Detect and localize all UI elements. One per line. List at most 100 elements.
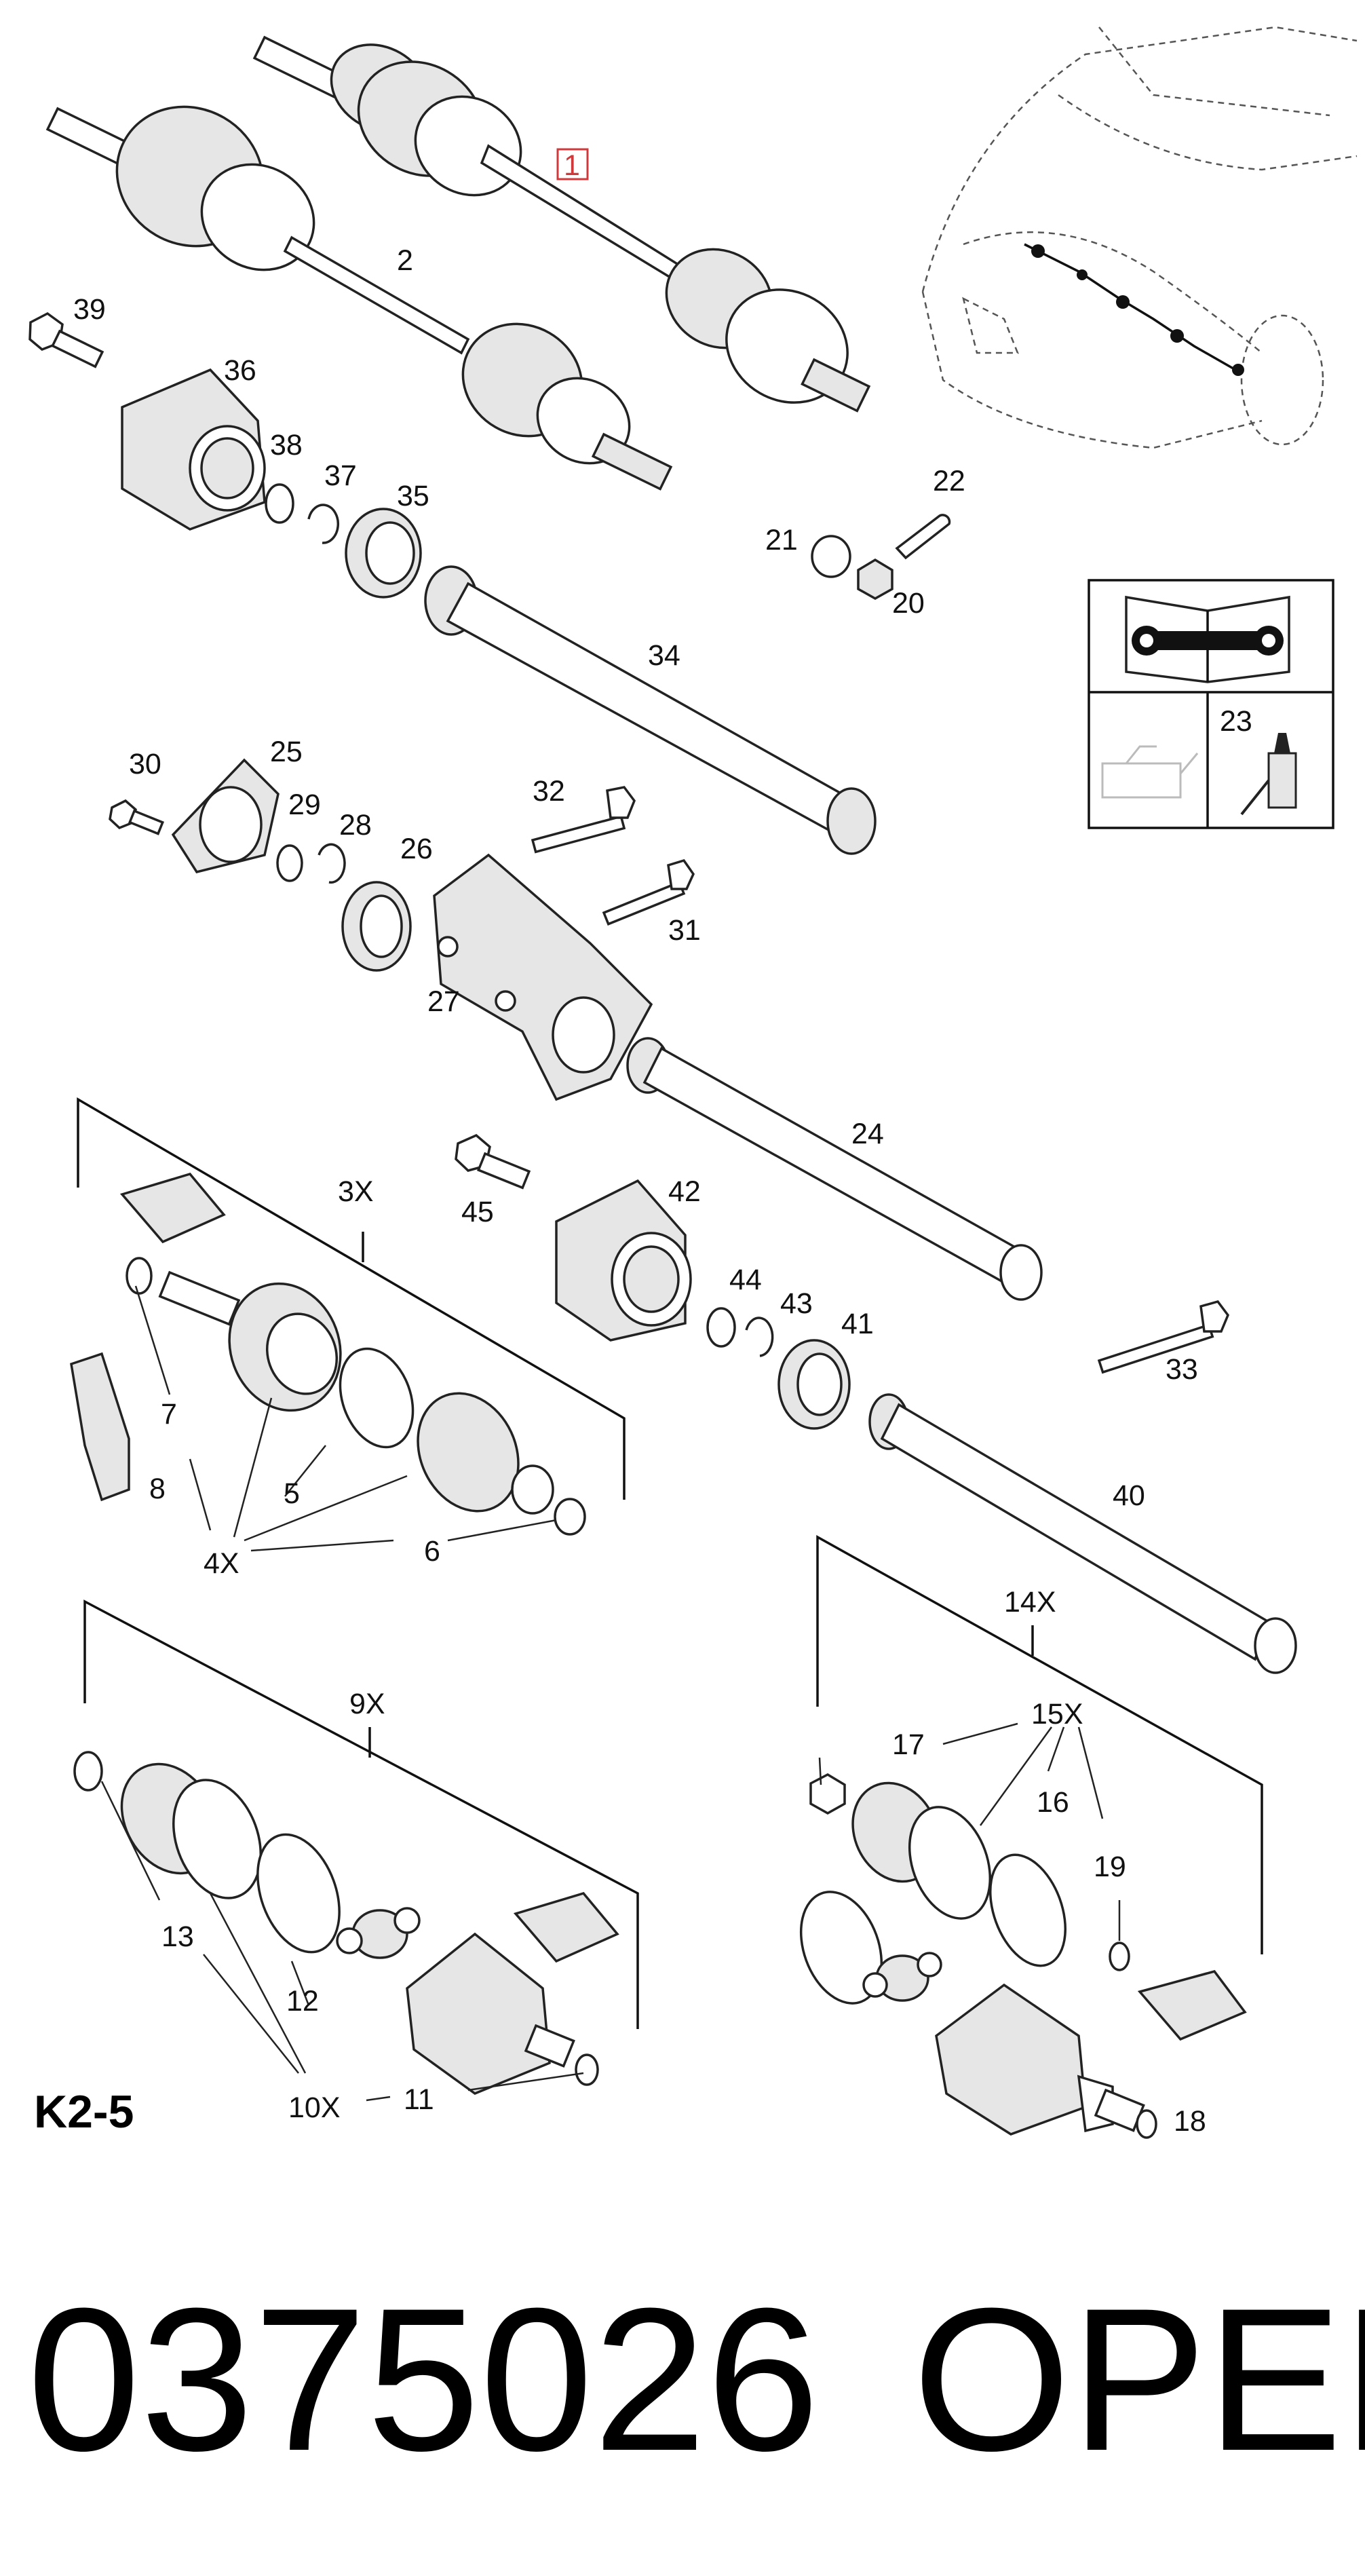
- bearing-35: [345, 508, 422, 599]
- kit-3x-bracket: [77, 1097, 626, 1500]
- clamp-17: [809, 1773, 846, 1815]
- bolt-33: [1097, 1300, 1229, 1374]
- clamp-12: [256, 1833, 341, 1954]
- cotter-pin-22: [895, 514, 951, 560]
- ring-18: [1136, 2109, 1157, 2139]
- callout-22: 22: [933, 465, 965, 497]
- ring-38: [265, 483, 294, 524]
- ring-19: [1109, 1942, 1130, 1971]
- callout-43: 43: [780, 1287, 813, 1320]
- callout-45: 45: [461, 1196, 494, 1228]
- bolt-45: [455, 1133, 531, 1190]
- sheet-code: K2-5: [34, 2086, 134, 2138]
- clamp-kit14: [799, 1891, 883, 2005]
- callout-41: 41: [841, 1308, 874, 1340]
- snap-ring-43: [745, 1317, 774, 1357]
- part-number: 0375026: [27, 2265, 820, 2493]
- callout-39: 39: [73, 293, 106, 326]
- kit-14x-bracket: [816, 1535, 1263, 1954]
- bearing-41: [777, 1339, 851, 1430]
- brand-name: OPEL: [912, 2265, 1365, 2493]
- callout-35: 35: [397, 480, 429, 512]
- support-bracket-27: [433, 853, 653, 1101]
- grease-tube-8: [70, 1352, 130, 1502]
- callout-14x: 14X: [1004, 1586, 1056, 1618]
- callout-1: 1: [564, 149, 580, 182]
- boot-kit9: [120, 1762, 262, 1899]
- callout-17: 17: [892, 1728, 925, 1761]
- tripod-kit9: [336, 1907, 421, 1959]
- callout-12: 12: [286, 1985, 319, 2018]
- callout-7: 7: [161, 1398, 177, 1431]
- callout-28: 28: [339, 809, 372, 841]
- vehicle-location-thumbnail: [921, 26, 1358, 449]
- callout-4x: 4X: [204, 1547, 239, 1580]
- callout-23: 23: [1220, 705, 1252, 738]
- callout-3x: 3X: [338, 1175, 374, 1208]
- intermediate-shaft-24: [626, 1037, 1043, 1301]
- callout-27: 27: [427, 985, 460, 1018]
- callout-labels: 1 2 39 36 38 37 35 22 21 20 34 23 30 25 …: [73, 149, 1252, 2138]
- callout-19: 19: [1094, 1851, 1126, 1883]
- grease-sachet-kit9: [513, 1891, 619, 1963]
- callout-21: 21: [765, 524, 798, 556]
- inner-joint-kit14: [935, 1983, 1145, 2136]
- callout-34: 34: [648, 639, 680, 672]
- clamp-5: [339, 1347, 415, 1449]
- outer-joint-kit3: [158, 1270, 342, 1412]
- callout-31: 31: [668, 914, 701, 947]
- driveshaft-2: [45, 105, 673, 491]
- callout-26: 26: [400, 833, 433, 865]
- callout-5: 5: [284, 1477, 300, 1510]
- bearing-26: [341, 881, 412, 972]
- flange-25: [171, 758, 280, 874]
- intermediate-shaft-40: [868, 1393, 1297, 1674]
- callout-37: 37: [324, 459, 357, 492]
- highlight-frame-1: [556, 148, 589, 181]
- ring-7: [126, 1257, 153, 1295]
- bracket-36: [121, 368, 266, 531]
- ring-44: [706, 1307, 736, 1348]
- callout-11: 11: [404, 2083, 434, 2116]
- outer-joint-kit14: [851, 1781, 992, 1920]
- callout-33: 33: [1166, 1353, 1198, 1386]
- callout-15x: 15X: [1031, 1698, 1083, 1730]
- driveshaft-1: [252, 35, 871, 413]
- bolt-32: [531, 786, 636, 854]
- clamp-13: [73, 1751, 103, 1792]
- callout-32: 32: [533, 775, 565, 808]
- callout-25: 25: [270, 736, 303, 768]
- snap-ring-37: [307, 504, 339, 544]
- callout-29: 29: [288, 789, 321, 821]
- callout-30: 30: [129, 748, 161, 780]
- callout-36: 36: [224, 354, 256, 387]
- intermediate-shaft-34: [424, 565, 877, 855]
- callout-42: 42: [668, 1175, 701, 1208]
- clamp-16: [988, 1853, 1067, 1967]
- ring-11: [575, 2053, 599, 2086]
- leader-lines: [100, 1285, 1121, 2102]
- callout-6: 6: [424, 1535, 440, 1568]
- callout-20: 20: [892, 587, 925, 620]
- callout-2: 2: [397, 244, 413, 277]
- callout-13: 13: [161, 1920, 194, 1953]
- callout-44: 44: [729, 1264, 762, 1296]
- bracket-42: [555, 1179, 692, 1342]
- snap-ring-28: [318, 843, 346, 884]
- callout-9x: 9X: [349, 1688, 385, 1720]
- oil-can-icon: [1101, 745, 1199, 799]
- callout-10x: 10X: [288, 2091, 341, 2124]
- callout-24: 24: [851, 1118, 884, 1150]
- clamp-6: [554, 1498, 586, 1536]
- callout-40: 40: [1113, 1479, 1145, 1512]
- tripod-kit14: [862, 1952, 942, 2002]
- ring-29: [276, 844, 303, 882]
- bolt-39: [28, 311, 104, 368]
- grease-tube-icon: [1240, 733, 1297, 816]
- callout-18: 18: [1174, 2105, 1206, 2138]
- grease-sachet-kit3: [119, 1172, 226, 1244]
- callout-16: 16: [1037, 1786, 1069, 1819]
- service-info-box: [1088, 579, 1334, 829]
- bolt-31: [602, 858, 695, 926]
